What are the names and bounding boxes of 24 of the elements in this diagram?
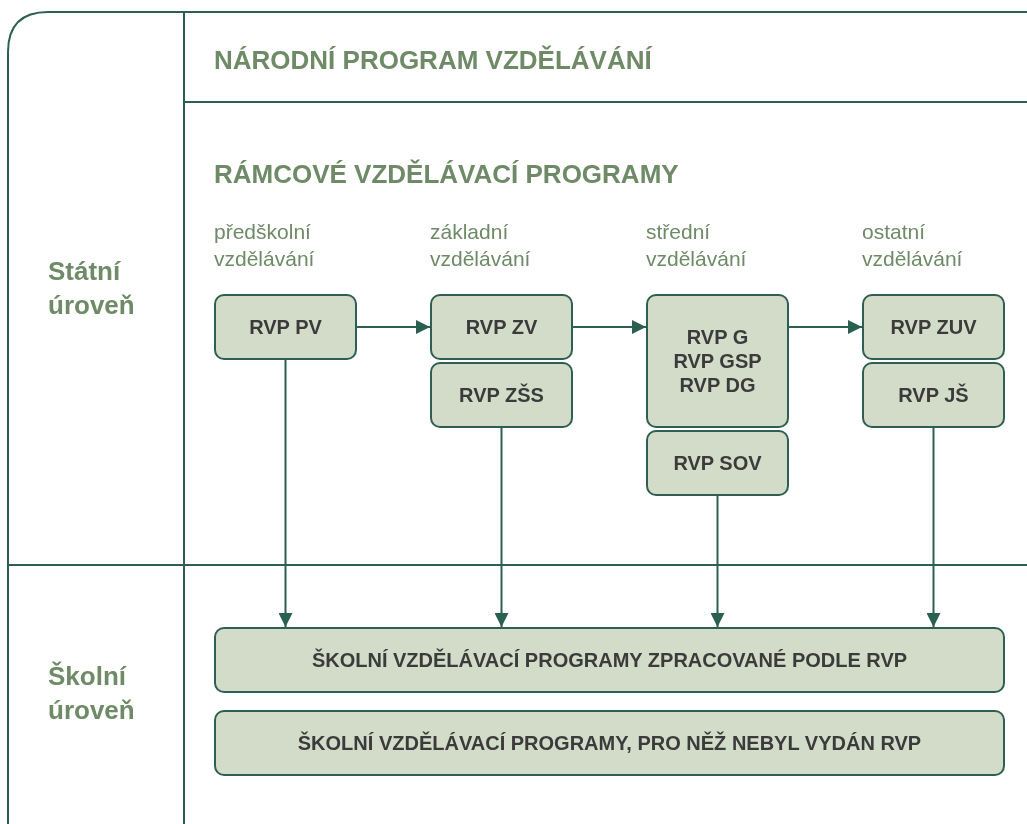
arrow <box>356 320 431 334</box>
program-box: ŠKOLNÍ VZDĚLÁVACÍ PROGRAMY ZPRACOVANÉ PODLE RVP <box>214 627 1005 693</box>
row-heading: Školní úroveň <box>48 660 136 727</box>
program-box: RVP ZŠS <box>430 362 573 428</box>
column-heading: ostatní vzdělávání <box>862 219 964 273</box>
program-box: RVP SOV <box>646 430 789 496</box>
program-box: RVP ZV <box>430 294 573 360</box>
section-heading: RÁMCOVÉ VZDĚLÁVACÍ PROGRAMY <box>214 158 680 191</box>
column-heading: střední vzdělávání <box>646 219 748 273</box>
arrow <box>926 427 941 628</box>
program-box: ŠKOLNÍ VZDĚLÁVACÍ PROGRAMY, PRO NĚŽ NEBYL VYDÁN RVP <box>214 710 1005 776</box>
program-box: RVP PV <box>214 294 357 360</box>
arrow <box>494 427 509 628</box>
arrow <box>710 495 725 628</box>
program-box: RVP G RVP GSP RVP DG <box>646 294 789 428</box>
section-heading: NÁRODNÍ PROGRAM VZDĚLÁVÁNÍ <box>214 44 654 77</box>
arrow <box>278 359 293 628</box>
row-heading: Státní úroveň <box>48 255 136 322</box>
program-box: RVP JŠ <box>862 362 1005 428</box>
column-heading: základní vzdělávání <box>430 219 532 273</box>
arrow <box>788 320 863 334</box>
column-heading: předškolní vzdělávání <box>214 219 316 273</box>
arrow <box>572 320 647 334</box>
program-box: RVP ZUV <box>862 294 1005 360</box>
